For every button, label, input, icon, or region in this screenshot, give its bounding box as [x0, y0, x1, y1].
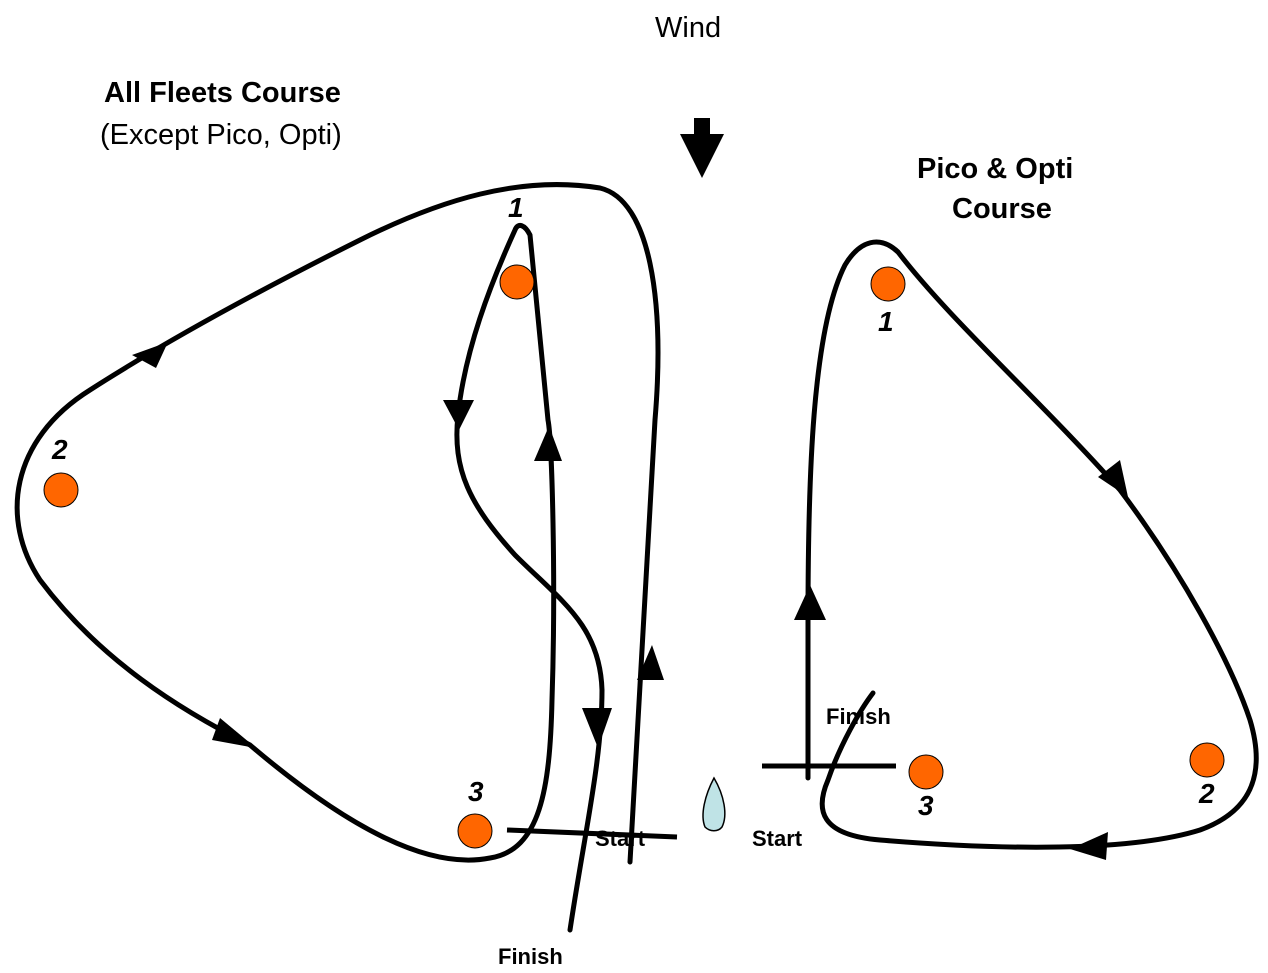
arrow-upwind-2	[534, 426, 562, 461]
arrow-pico-up	[794, 585, 826, 620]
arrow-reach-1	[132, 342, 168, 368]
all-fleets-start-line	[506, 827, 678, 840]
pico-opti-mark-3	[908, 754, 944, 790]
all-fleets-finish-label: Finish	[498, 944, 563, 969]
pico-opti-title-line1: Pico & Opti	[917, 153, 1074, 185]
pico-opti-finish-label: Finish	[826, 704, 891, 729]
arrow-down-2	[582, 708, 612, 748]
wind-label: Wind	[655, 12, 722, 44]
pico-opti-loop	[805, 239, 1259, 850]
arrow-upwind-1	[637, 645, 664, 680]
all-fleets-title: All Fleets Course	[104, 77, 341, 109]
all-fleets-mark-1	[499, 264, 535, 300]
pico-opti-mark-1	[870, 266, 906, 302]
all-fleets-mark-2	[43, 472, 79, 508]
all-fleets-mark-1-number: 1	[508, 192, 524, 223]
all-fleets-subtitle: (Except Pico, Opti)	[100, 119, 342, 151]
pico-opti-mark-2	[1189, 742, 1225, 778]
pico-opti-mark-2-number: 2	[1199, 778, 1215, 809]
arrow-pico-reach	[1098, 460, 1128, 497]
all-fleets-mark-3	[457, 813, 493, 849]
arrow-reach-2	[212, 718, 256, 748]
pico-opti-arrows	[794, 460, 1128, 860]
arrow-pico-run	[1070, 832, 1108, 860]
committee-boat	[702, 776, 726, 832]
arrow-down-1	[443, 400, 474, 430]
all-fleets-arrows	[132, 342, 664, 748]
all-fleets-start-label: Start	[595, 826, 646, 851]
pico-opti-mark-3-number: 3	[918, 790, 934, 821]
pico-opti-start-label: Start	[752, 826, 803, 851]
all-fleets-outer-loop	[14, 182, 661, 933]
all-fleets-mark-2-number: 2	[52, 434, 68, 465]
pico-opti-mark-1-number: 1	[878, 306, 894, 337]
all-fleets-mark-3-number: 3	[468, 776, 484, 807]
wind-arrow	[680, 118, 724, 178]
pico-opti-title-line2: Course	[952, 193, 1052, 225]
